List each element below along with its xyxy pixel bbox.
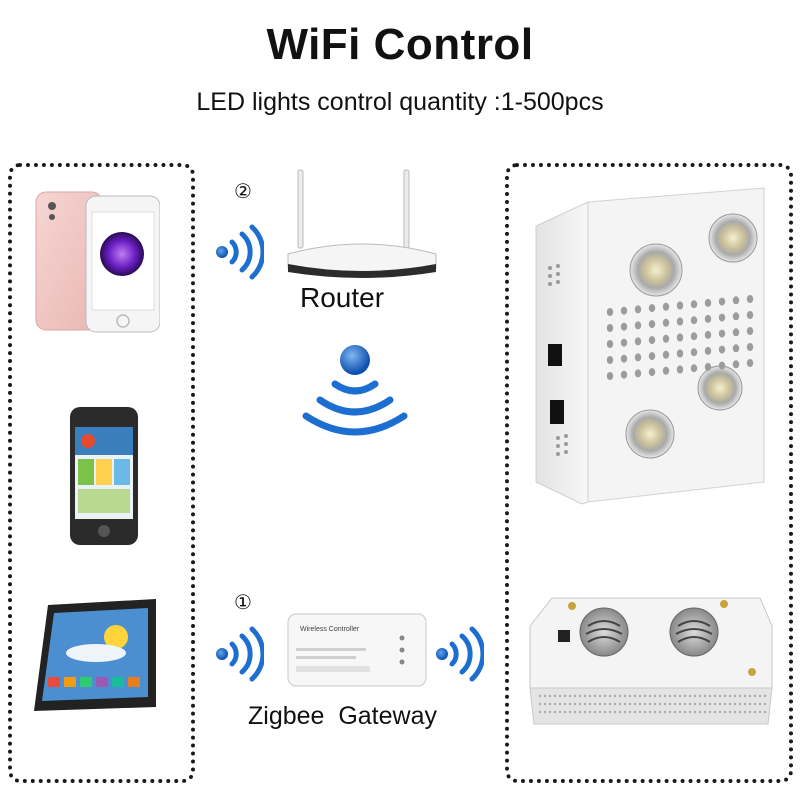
gateway-label: Zigbee Gateway — [248, 702, 437, 730]
led-grow-light-icon — [535, 187, 765, 505]
step-marker-2: ② — [234, 179, 252, 203]
router-icon — [287, 169, 437, 278]
page-title: WiFi Control — [266, 20, 534, 69]
smartphone-dark-icon — [70, 407, 138, 545]
gateway-device-icon: Wireless Controller — [286, 612, 428, 688]
step-marker-1: ① — [234, 590, 252, 614]
gateway-device-text: Wireless Controller — [300, 626, 360, 633]
wifi-signal-icon — [216, 224, 264, 280]
router-label: Router — [300, 282, 385, 313]
tablet-icon — [34, 599, 156, 711]
devices-group-box — [8, 163, 195, 783]
wifi-signal-icon — [216, 626, 264, 682]
smartphone-pink-icon — [35, 191, 160, 333]
page-subtitle: LED lights control quantity :1-500pcs — [196, 88, 604, 116]
lights-group-box — [505, 163, 793, 783]
wifi-signal-icon — [436, 626, 484, 682]
wifi-broadcast-icon — [302, 345, 408, 436]
led-panel-light-icon — [529, 597, 773, 725]
